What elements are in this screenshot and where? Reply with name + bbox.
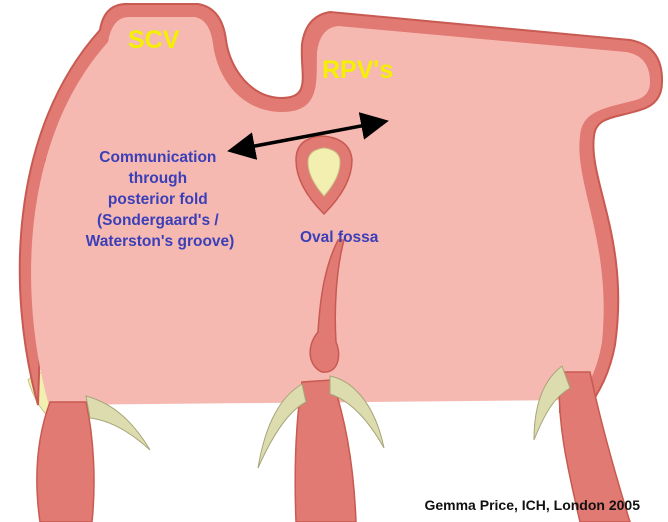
scv-label: SCV [128,26,180,54]
communication-label-line: posterior fold [108,191,208,208]
left-ventricle-wall [37,402,94,522]
credit-text: Gemma Price, ICH, London 2005 [424,497,640,513]
rpvs-label: RPV's [322,56,393,84]
communication-label-line: through [129,170,188,187]
communication-label: Communication through posterior fold (So… [86,149,235,250]
communication-label-line: Communication [99,149,216,166]
communication-label-line: Waterston's groove) [86,233,235,250]
communication-label-line: (Sondergaard's / [97,212,219,229]
oval-fossa-label: Oval fossa [300,229,379,246]
